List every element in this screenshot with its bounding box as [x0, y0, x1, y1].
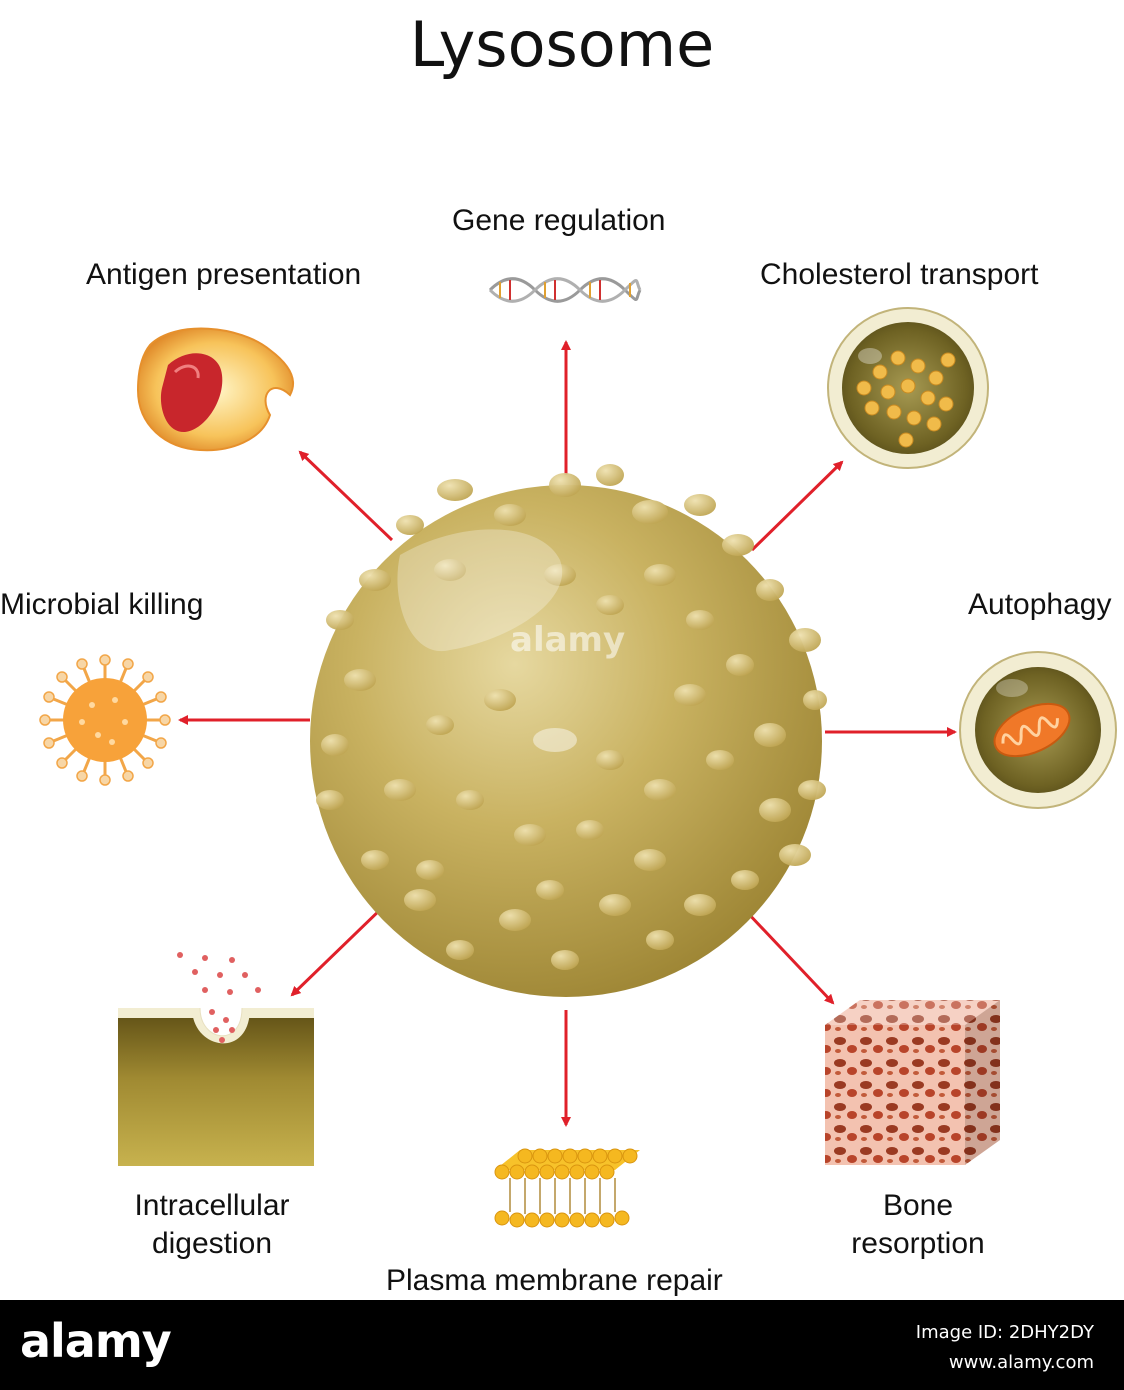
- arrow-intracellular-digestion: [290, 903, 387, 997]
- page-title: Lysosome: [409, 8, 715, 81]
- label-bone-resorption: Bone resorption: [818, 1187, 1018, 1263]
- label-plasma-membrane-repair: Plasma membrane repair: [386, 1264, 723, 1297]
- cholesterol-vesicle-icon: [827, 307, 989, 469]
- label-intracellular-digestion: Intracellular digestion: [112, 1187, 312, 1263]
- label-intracellular-digestion-line2: digestion: [151, 1227, 273, 1260]
- image-id: Image ID: 2DHY2DY: [915, 1322, 1094, 1343]
- label-bone-resorption-line2: resorption: [851, 1227, 985, 1260]
- microbe-icon: [39, 654, 171, 786]
- arrow-bone-resorption: [743, 908, 835, 1005]
- label-bone-resorption-line1: Bone: [882, 1189, 954, 1222]
- bone-cube-icon: [825, 1000, 1000, 1165]
- stock-logo: alamy: [20, 1314, 172, 1368]
- label-cholesterol-transport: Cholesterol transport: [760, 258, 1039, 291]
- function-arrows: [178, 340, 957, 1127]
- label-microbial-killing: Microbial killing: [0, 588, 204, 621]
- label-antigen-presentation: Antigen presentation: [86, 258, 362, 291]
- label-gene-regulation: Gene regulation: [452, 204, 666, 237]
- lysosome-sphere: [310, 464, 827, 997]
- antigen-presenting-cell-icon: [136, 327, 295, 452]
- arrow-antigen-presentation: [298, 450, 394, 542]
- lysosome-diagram: [39, 277, 1117, 1228]
- arrow-cholesterol-transport: [750, 460, 844, 552]
- label-intracellular-digestion-line1: Intracellular: [134, 1189, 290, 1222]
- stock-url: www.alamy.com: [948, 1352, 1094, 1373]
- stock-footer: alamy Image ID: 2DHY2DY www.alamy.com: [0, 1300, 1124, 1390]
- lipid-bilayer-icon: [494, 1148, 640, 1228]
- intracellular-digestion-icon: [118, 952, 314, 1166]
- autophagosome-icon: [959, 651, 1117, 809]
- label-autophagy: Autophagy: [968, 588, 1112, 621]
- watermark: alamy: [510, 620, 626, 660]
- dna-helix-icon: [488, 277, 642, 303]
